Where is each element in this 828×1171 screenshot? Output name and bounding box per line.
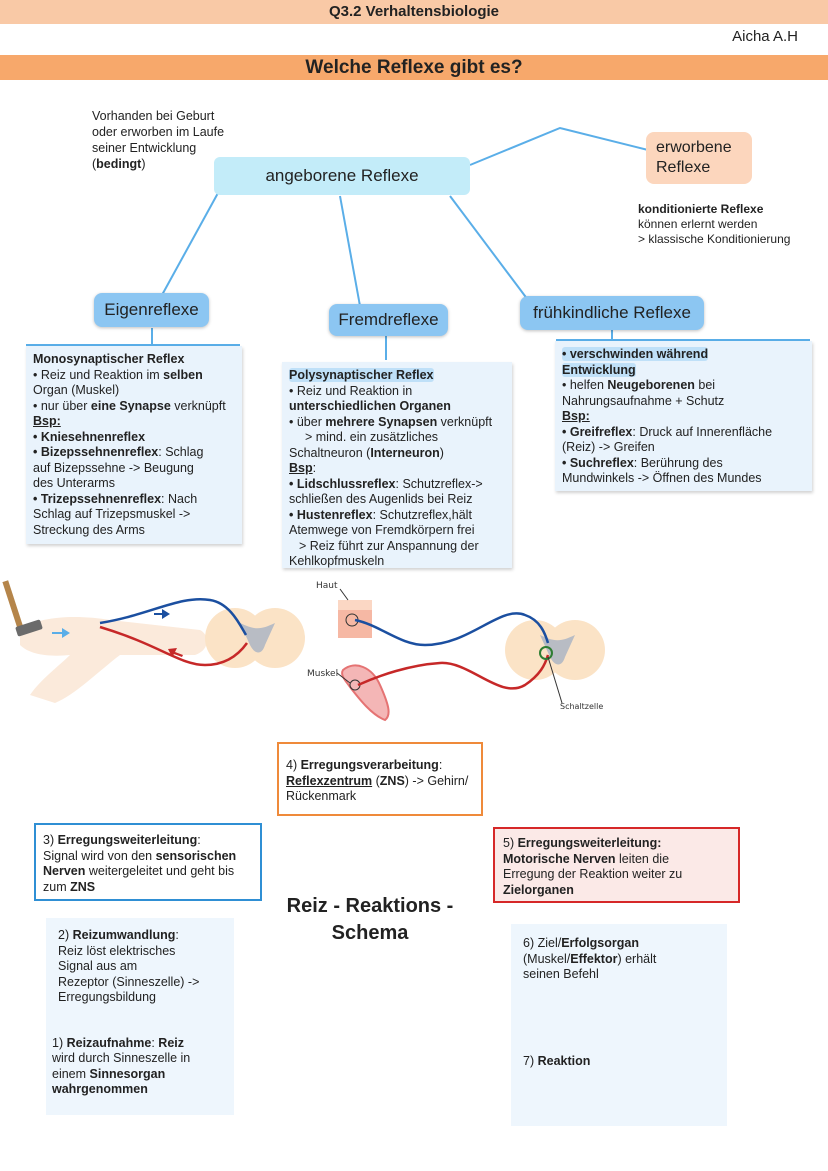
step-6: 6) Ziel/Erfolgsorgan (Muskel/Effektor) e… [523, 936, 657, 981]
muscle-icon [341, 664, 390, 722]
author-name: Aicha A.H [732, 28, 798, 45]
concept-map-connectors [26, 126, 810, 360]
skin-icon [338, 600, 372, 638]
label-schaltzelle: Schaltzelle [560, 702, 603, 711]
central-node-innate-reflexes: angeborene Reflexe [214, 157, 470, 195]
sensory-direction-arrow-icon [154, 609, 170, 619]
step-4-box: 4) Erregungsverarbeitung: Reflexzentrum … [277, 742, 483, 816]
reflex-hammer-icon [2, 580, 43, 637]
acquired-reflexes-note: konditionierte Reflexe können erlernt we… [638, 202, 791, 246]
steps-1-2-panel: 2) Reizumwandlung: Reiz löst elektrische… [46, 918, 234, 1115]
step-2: 2) Reizumwandlung: Reiz löst elektrische… [58, 928, 200, 1004]
label-muskel: Muskel [307, 669, 338, 679]
label-haut: Haut [316, 581, 338, 591]
steps-6-7-panel: 6) Ziel/Erfolgsorgan (Muskel/Effektor) e… [511, 924, 727, 1126]
fremdreflexe-box: Polysynaptischer Reflex • Reiz und Reakt… [282, 362, 512, 568]
course-header: Q3.2 Verhaltensbiologie [0, 0, 828, 24]
step-5-box: 5) Erregungsweiterleitung: Motorische Ne… [493, 827, 740, 903]
step-7: 7) Reaktion [523, 1053, 591, 1068]
acquired-reflexes-node: erworbene Reflexe [646, 132, 752, 184]
origin-note: Vorhanden bei Geburt oder erworben im La… [92, 109, 225, 171]
schema-title: Reiz - Reaktions - Schema [286, 895, 454, 944]
step-1: 1) Reizaufnahme: Reiz wird durch Sinnesz… [52, 1035, 191, 1097]
leg-icon [20, 617, 207, 703]
interneuron-icon [539, 646, 553, 660]
eigenreflexe-box: Monosynaptischer Reflex • Reiz und Reakt… [26, 346, 242, 544]
category-eigenreflexe: Eigenreflexe [94, 293, 209, 327]
fruehkindliche-box: • verschwinden während Entwicklung • hel… [555, 341, 812, 491]
spinal-cord-section-icon [205, 608, 305, 668]
spinal-cord-section-2-icon [505, 620, 605, 680]
category-fremdreflexe: Fremdreflexe [329, 304, 448, 336]
reflex-arc-illustration: Haut Muskel Schaltzelle [2, 580, 605, 722]
category-fruehkindliche-reflexe: frühkindliche Reflexe [520, 296, 704, 330]
stimulus-arrow-icon [52, 628, 70, 638]
step-3-box: 3) Erregungsweiterleitung: Signal wird v… [34, 823, 262, 901]
page-title: Welche Reflexe gibt es? [0, 55, 828, 80]
